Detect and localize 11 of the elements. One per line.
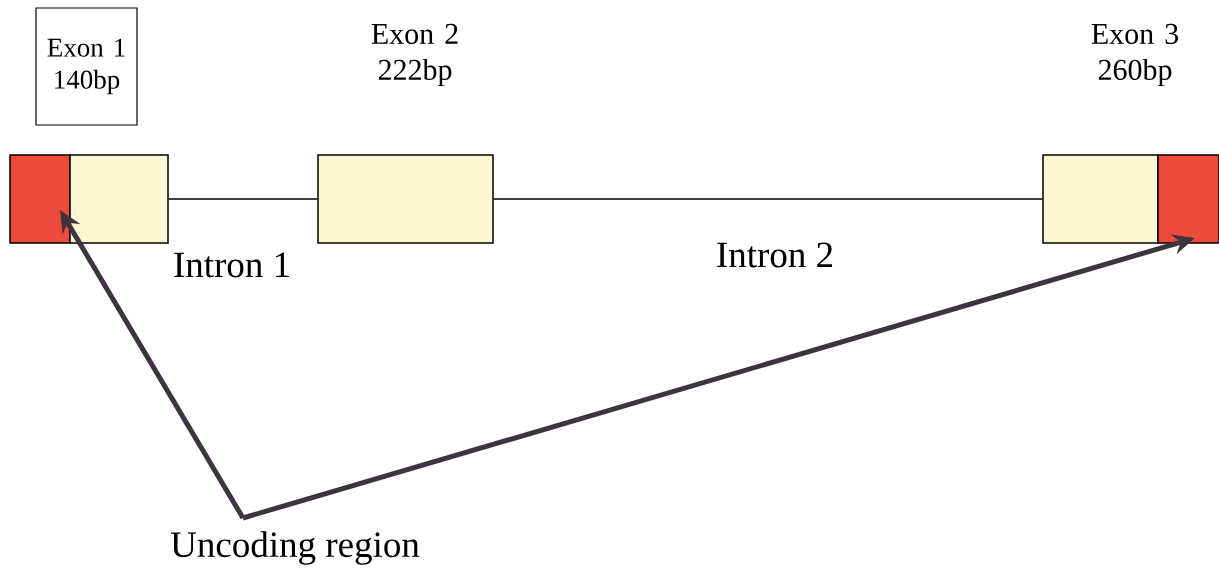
exon-box xyxy=(1157,154,1219,244)
exon-box xyxy=(69,154,169,244)
intron-label: Intron 1 xyxy=(174,252,289,278)
exon-label: Exon 3 260bp xyxy=(1091,23,1178,87)
exon-label: Exon 2 222bp xyxy=(371,23,458,87)
exon-box xyxy=(9,154,71,244)
intron-line xyxy=(493,198,1043,200)
region-label: Uncoding region xyxy=(170,531,420,565)
label-box: Exon 1 140bp xyxy=(35,7,138,126)
intron-label: Intron 2 xyxy=(717,242,833,268)
intron-line xyxy=(168,198,318,200)
